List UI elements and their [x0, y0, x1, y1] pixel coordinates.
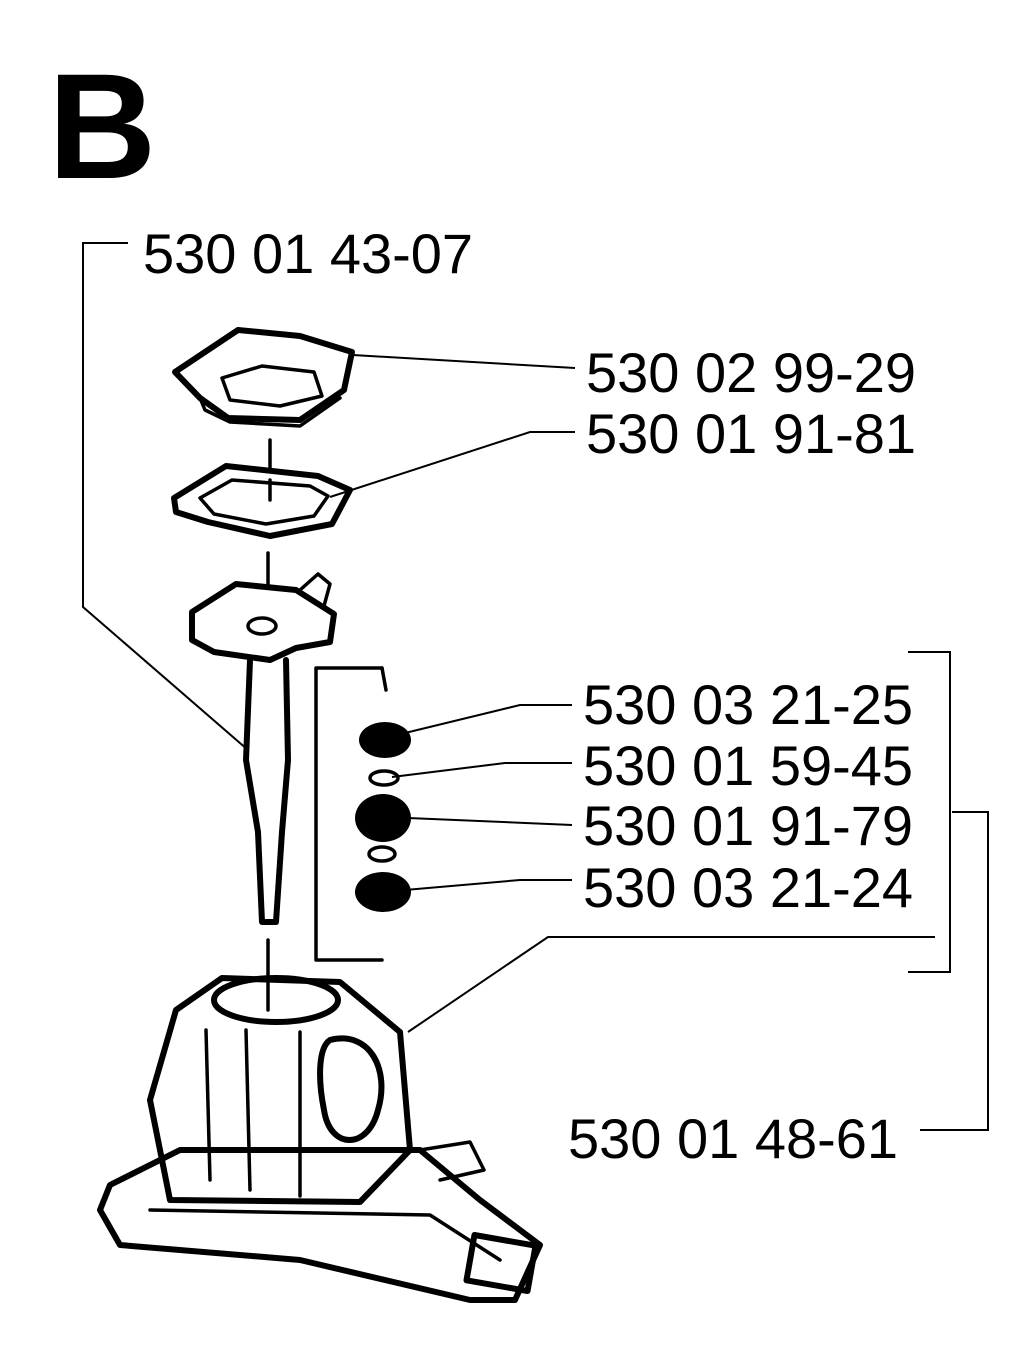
spring-seat: [355, 794, 411, 842]
leader-530-01-91-81: [329, 431, 575, 498]
needle-lever: [189, 572, 337, 925]
leader-530-03-21-24: [404, 879, 572, 891]
part-label-530-01-91-79: 530 01 91-79: [583, 794, 913, 857]
leader-530-02-99-29: [352, 354, 576, 369]
assembly-axis: [266, 438, 272, 1012]
valve-cap-lower: [355, 872, 411, 912]
leader-lines: [82, 242, 989, 1131]
section-letter: B: [48, 42, 156, 210]
small-parts-stack: [355, 722, 411, 912]
leader-530-03-21-25: [404, 704, 572, 734]
leader-body: [407, 936, 935, 1033]
leader-530-01-91-79: [407, 817, 573, 826]
bracket-530-01-48-61: [920, 811, 989, 1131]
part-label-530-02-99-29: 530 02 99-29: [586, 341, 916, 404]
part-label-530-01-91-81: 530 01 91-81: [586, 402, 916, 465]
bracket-kit: [908, 651, 951, 973]
carburetor-body: [97, 975, 543, 1303]
washer: [368, 769, 400, 787]
part-label-530-01-48-61: 530 01 48-61: [568, 1107, 898, 1170]
leader-530-01-59-45: [391, 762, 572, 778]
diaphragm-cover: [172, 327, 355, 428]
gasket: [171, 463, 353, 539]
hinge-pin: [314, 666, 388, 962]
part-label-530-03-21-24: 530 03 21-24: [583, 856, 913, 919]
leader-530-01-43-07: [82, 242, 249, 751]
valve-cap-upper: [359, 722, 411, 758]
part-label-530-01-59-45: 530 01 59-45: [583, 734, 913, 797]
part-label-530-03-21-25: 530 03 21-25: [583, 673, 913, 736]
part-label-530-01-43-07: 530 01 43-07: [143, 222, 473, 285]
